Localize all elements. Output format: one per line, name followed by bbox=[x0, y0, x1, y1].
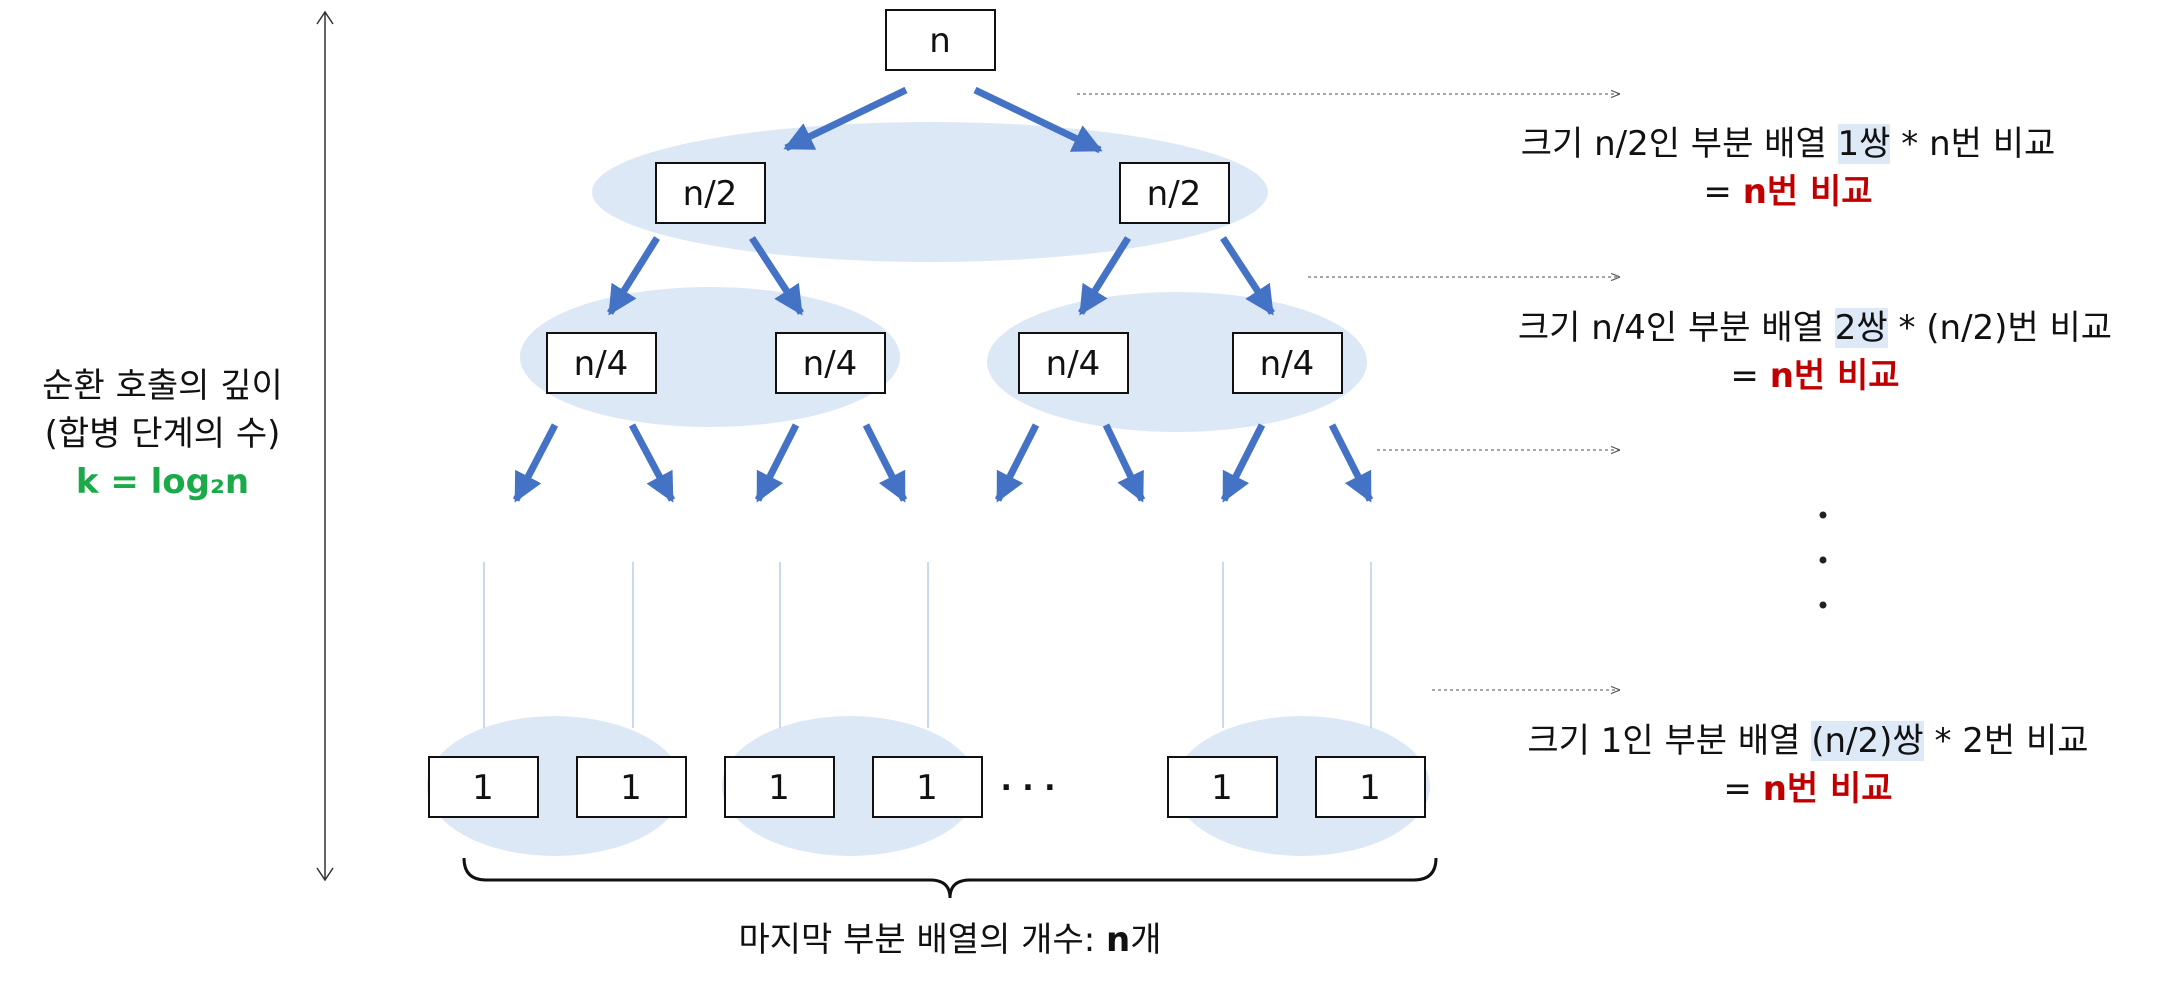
level1-note: 크기 n/2인 부분 배열 1쌍 * n번 비교 = n번 비교 bbox=[1488, 120, 2088, 216]
level1-group-ellipse bbox=[592, 122, 1268, 262]
leaf-count-suffix: 개 bbox=[1130, 920, 1162, 960]
node-leaf-label: 1 bbox=[472, 768, 494, 808]
leaf-level-note-post: * 2번 비교 bbox=[1923, 721, 2089, 761]
leaf-count-brace bbox=[462, 857, 1438, 899]
leaf-count-n: n bbox=[1106, 920, 1131, 960]
leaf-ellipsis: · · · bbox=[1000, 771, 1055, 806]
leaf-level-note-result: n번 비교 bbox=[1762, 769, 1893, 809]
node-leaf-box-2 bbox=[576, 756, 687, 818]
split-arrows bbox=[512, 86, 1374, 503]
node-leaf-label: 1 bbox=[1359, 768, 1381, 808]
node-leaf-box-6 bbox=[1315, 756, 1426, 818]
depth-formula: k = log₂n bbox=[0, 458, 325, 506]
level2-note-line1: 크기 n/4인 부분 배열 2쌍 * (n/2)번 비교 bbox=[1490, 304, 2140, 352]
leaf-connector-lines bbox=[483, 562, 1372, 728]
depth-arrow bbox=[316, 10, 334, 882]
leaf-group-ellipse-3 bbox=[1174, 716, 1430, 856]
node-leaf-box-1 bbox=[428, 756, 539, 818]
depth-formula-k: k = log bbox=[75, 462, 210, 502]
level1-note-pre: 크기 n/2인 부분 배열 bbox=[1520, 124, 1838, 164]
depth-formula-sub: ₂ bbox=[210, 462, 225, 502]
level1-note-pairs: 1쌍 bbox=[1837, 124, 1891, 164]
node-l2-label: n/4 bbox=[803, 344, 858, 384]
leaf-level-note: 크기 1인 부분 배열 (n/2)쌍 * 2번 비교 = n번 비교 bbox=[1488, 717, 2128, 813]
level1-note-line2: = n번 비교 bbox=[1488, 168, 2088, 216]
level2-note-result: n번 비교 bbox=[1769, 356, 1900, 396]
node-l2-box-1 bbox=[546, 332, 657, 394]
node-l1-label: n/2 bbox=[683, 174, 738, 214]
node-l2-box-4 bbox=[1232, 332, 1343, 394]
level2-note-pairs: 2쌍 bbox=[1834, 308, 1888, 348]
node-leaf-label: 1 bbox=[1211, 768, 1233, 808]
leaf-count-prefix: 마지막 부분 배열의 개수: bbox=[738, 920, 1106, 960]
node-leaf-box-3 bbox=[724, 756, 835, 818]
leaf-group-ellipse-1 bbox=[427, 716, 683, 856]
level2-group-ellipse-right bbox=[987, 292, 1367, 432]
level2-note-post: * (n/2)번 비교 bbox=[1887, 308, 2113, 348]
leaf-level-note-pre: 크기 1인 부분 배열 bbox=[1527, 721, 1812, 761]
level2-note-line2: = n번 비교 bbox=[1490, 352, 2140, 400]
level2-note-pre: 크기 n/4인 부분 배열 bbox=[1517, 308, 1835, 348]
node-l1-box-2 bbox=[1119, 162, 1230, 224]
node-l2-label: n/4 bbox=[1046, 344, 1101, 384]
node-leaf-label: 1 bbox=[916, 768, 938, 808]
node-leaf-box-5 bbox=[1167, 756, 1278, 818]
level1-note-line1: 크기 n/2인 부분 배열 1쌍 * n번 비교 bbox=[1488, 120, 2088, 168]
node-l1-label: n/2 bbox=[1147, 174, 1202, 214]
node-leaf-box-4 bbox=[872, 756, 983, 818]
leaf-level-note-eq: = bbox=[1723, 769, 1763, 809]
depth-label: 순환 호출의 깊이 (합병 단계의 수) k = log₂n bbox=[0, 362, 325, 506]
leaf-level-note-pairs: (n/2)쌍 bbox=[1811, 721, 1924, 761]
leaf-level-note-line1: 크기 1인 부분 배열 (n/2)쌍 * 2번 비교 bbox=[1488, 717, 2128, 765]
depth-label-line1: 순환 호출의 깊이 bbox=[42, 366, 283, 406]
leaf-count-label: 마지막 부분 배열의 개수: n개 bbox=[650, 916, 1250, 964]
level-guide-arrows bbox=[1077, 94, 1620, 690]
node-root-label: n bbox=[929, 21, 951, 61]
node-l2-label: n/4 bbox=[1260, 344, 1315, 384]
node-l1-box-1 bbox=[655, 162, 766, 224]
leaf-level-note-line2: = n번 비교 bbox=[1488, 765, 2128, 813]
node-l2-label: n/4 bbox=[574, 344, 629, 384]
node-l2-box-2 bbox=[775, 332, 886, 394]
level1-note-post: * n번 비교 bbox=[1890, 124, 2056, 164]
node-leaf-label: 1 bbox=[620, 768, 642, 808]
leaf-group-ellipse-2 bbox=[722, 716, 978, 856]
node-root-box bbox=[885, 9, 996, 71]
node-l2-box-3 bbox=[1018, 332, 1129, 394]
depth-label-line2: (합병 단계의 수) bbox=[44, 414, 281, 454]
level2-note-eq: = bbox=[1730, 356, 1770, 396]
vertical-ellipsis-dots bbox=[1819, 511, 1827, 609]
node-leaf-label: 1 bbox=[768, 768, 790, 808]
level1-note-eq: = bbox=[1703, 172, 1743, 212]
level2-note: 크기 n/4인 부분 배열 2쌍 * (n/2)번 비교 = n번 비교 bbox=[1490, 304, 2140, 400]
depth-formula-n: n bbox=[224, 462, 250, 502]
level1-note-result: n번 비교 bbox=[1742, 172, 1873, 212]
